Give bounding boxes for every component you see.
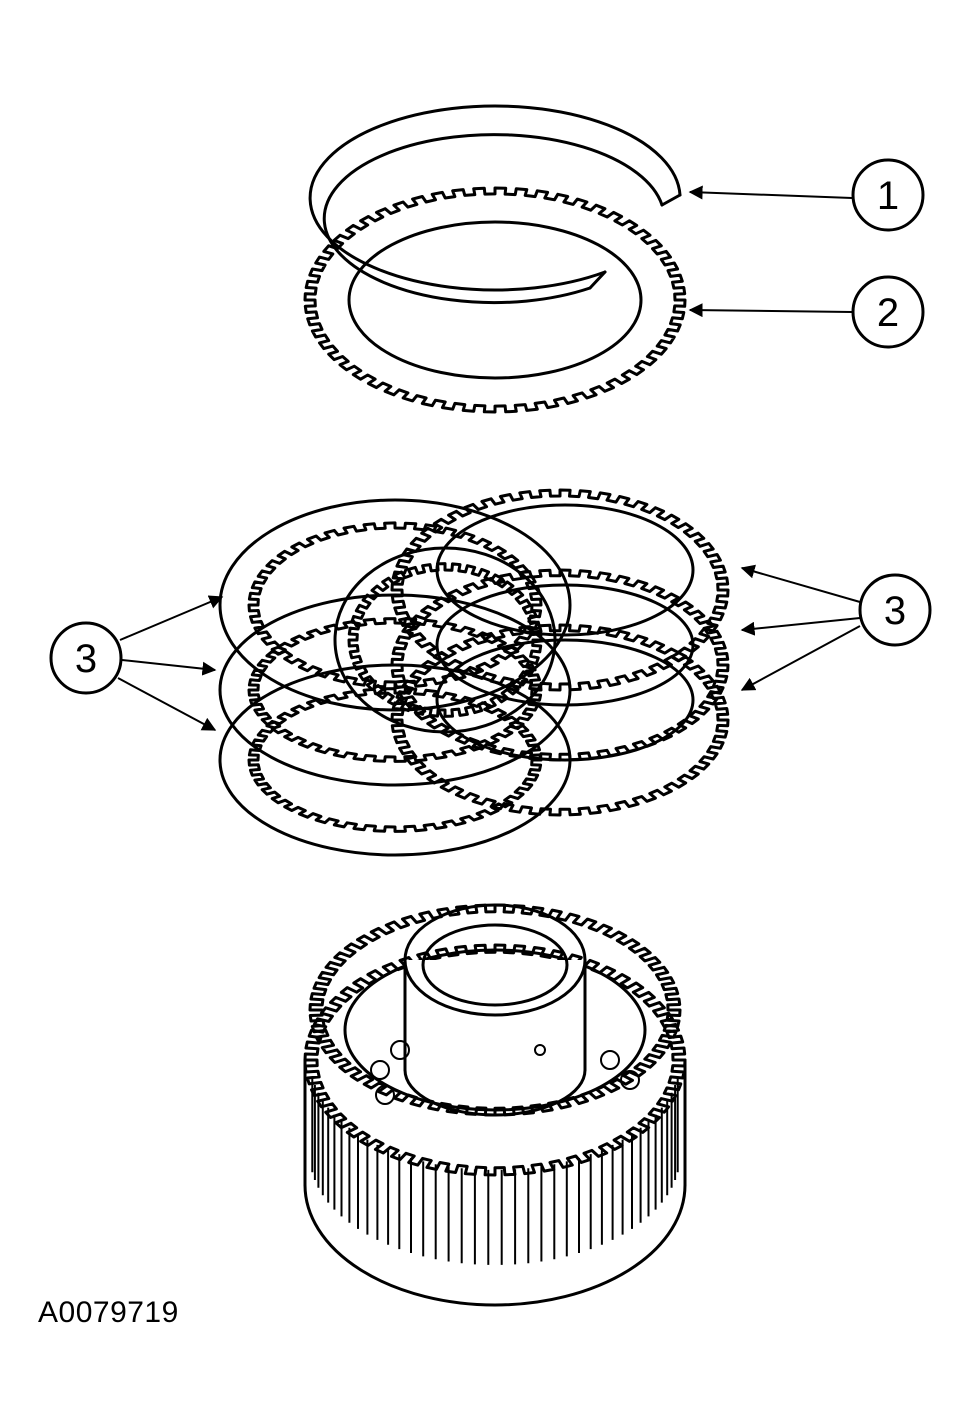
leader-arrows — [117, 185, 861, 731]
callout-3-left-label: 3 — [75, 637, 97, 681]
callout-1: 1 — [851, 158, 925, 232]
left-plate-3 — [218, 498, 572, 712]
left-plate-2 — [218, 593, 572, 787]
snap-ring — [308, 104, 682, 305]
pressure-plate — [303, 186, 687, 414]
clutch-hub — [303, 903, 687, 1307]
callout-3-left: 3 — [49, 621, 123, 695]
callout-2-label: 2 — [877, 291, 899, 335]
callout-2: 2 — [851, 275, 925, 349]
callout-3-right-label: 3 — [884, 589, 906, 633]
figure-code: A0079719 — [38, 1296, 179, 1329]
clutch-plates-left-stack — [218, 498, 572, 857]
callout-3-right: 3 — [858, 573, 932, 647]
callout-1-label: 1 — [877, 174, 899, 218]
